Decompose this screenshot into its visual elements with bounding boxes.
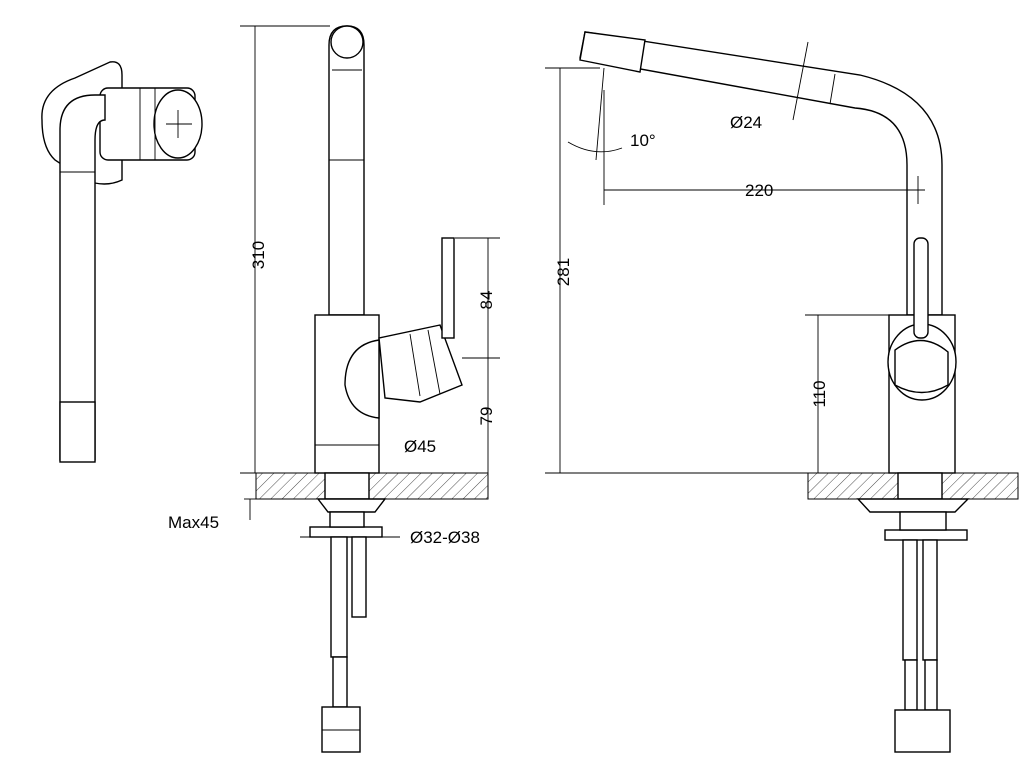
- side-view: [255, 25, 489, 753]
- dim-diam-45: Ø45: [404, 437, 436, 456]
- dim-220: 220: [745, 181, 773, 200]
- dimension-lines: [240, 25, 925, 538]
- dim-hole: Ø32-Ø38: [410, 528, 480, 547]
- top-view: [41, 61, 203, 463]
- dim-84: 84: [477, 291, 496, 310]
- dim-281: 281: [554, 258, 573, 286]
- dim-diam-24: Ø24: [730, 113, 762, 132]
- dim-max-45: Max45: [168, 513, 219, 532]
- front-view: [579, 31, 1019, 753]
- dim-angle: 10°: [630, 131, 656, 150]
- dim-310: 310: [249, 241, 268, 269]
- dimension-labels: 310 84 79 Ø45 Max45 Ø32-Ø38 281 10° Ø24 …: [168, 113, 829, 547]
- dim-110: 110: [810, 380, 829, 407]
- dim-79: 79: [477, 407, 496, 426]
